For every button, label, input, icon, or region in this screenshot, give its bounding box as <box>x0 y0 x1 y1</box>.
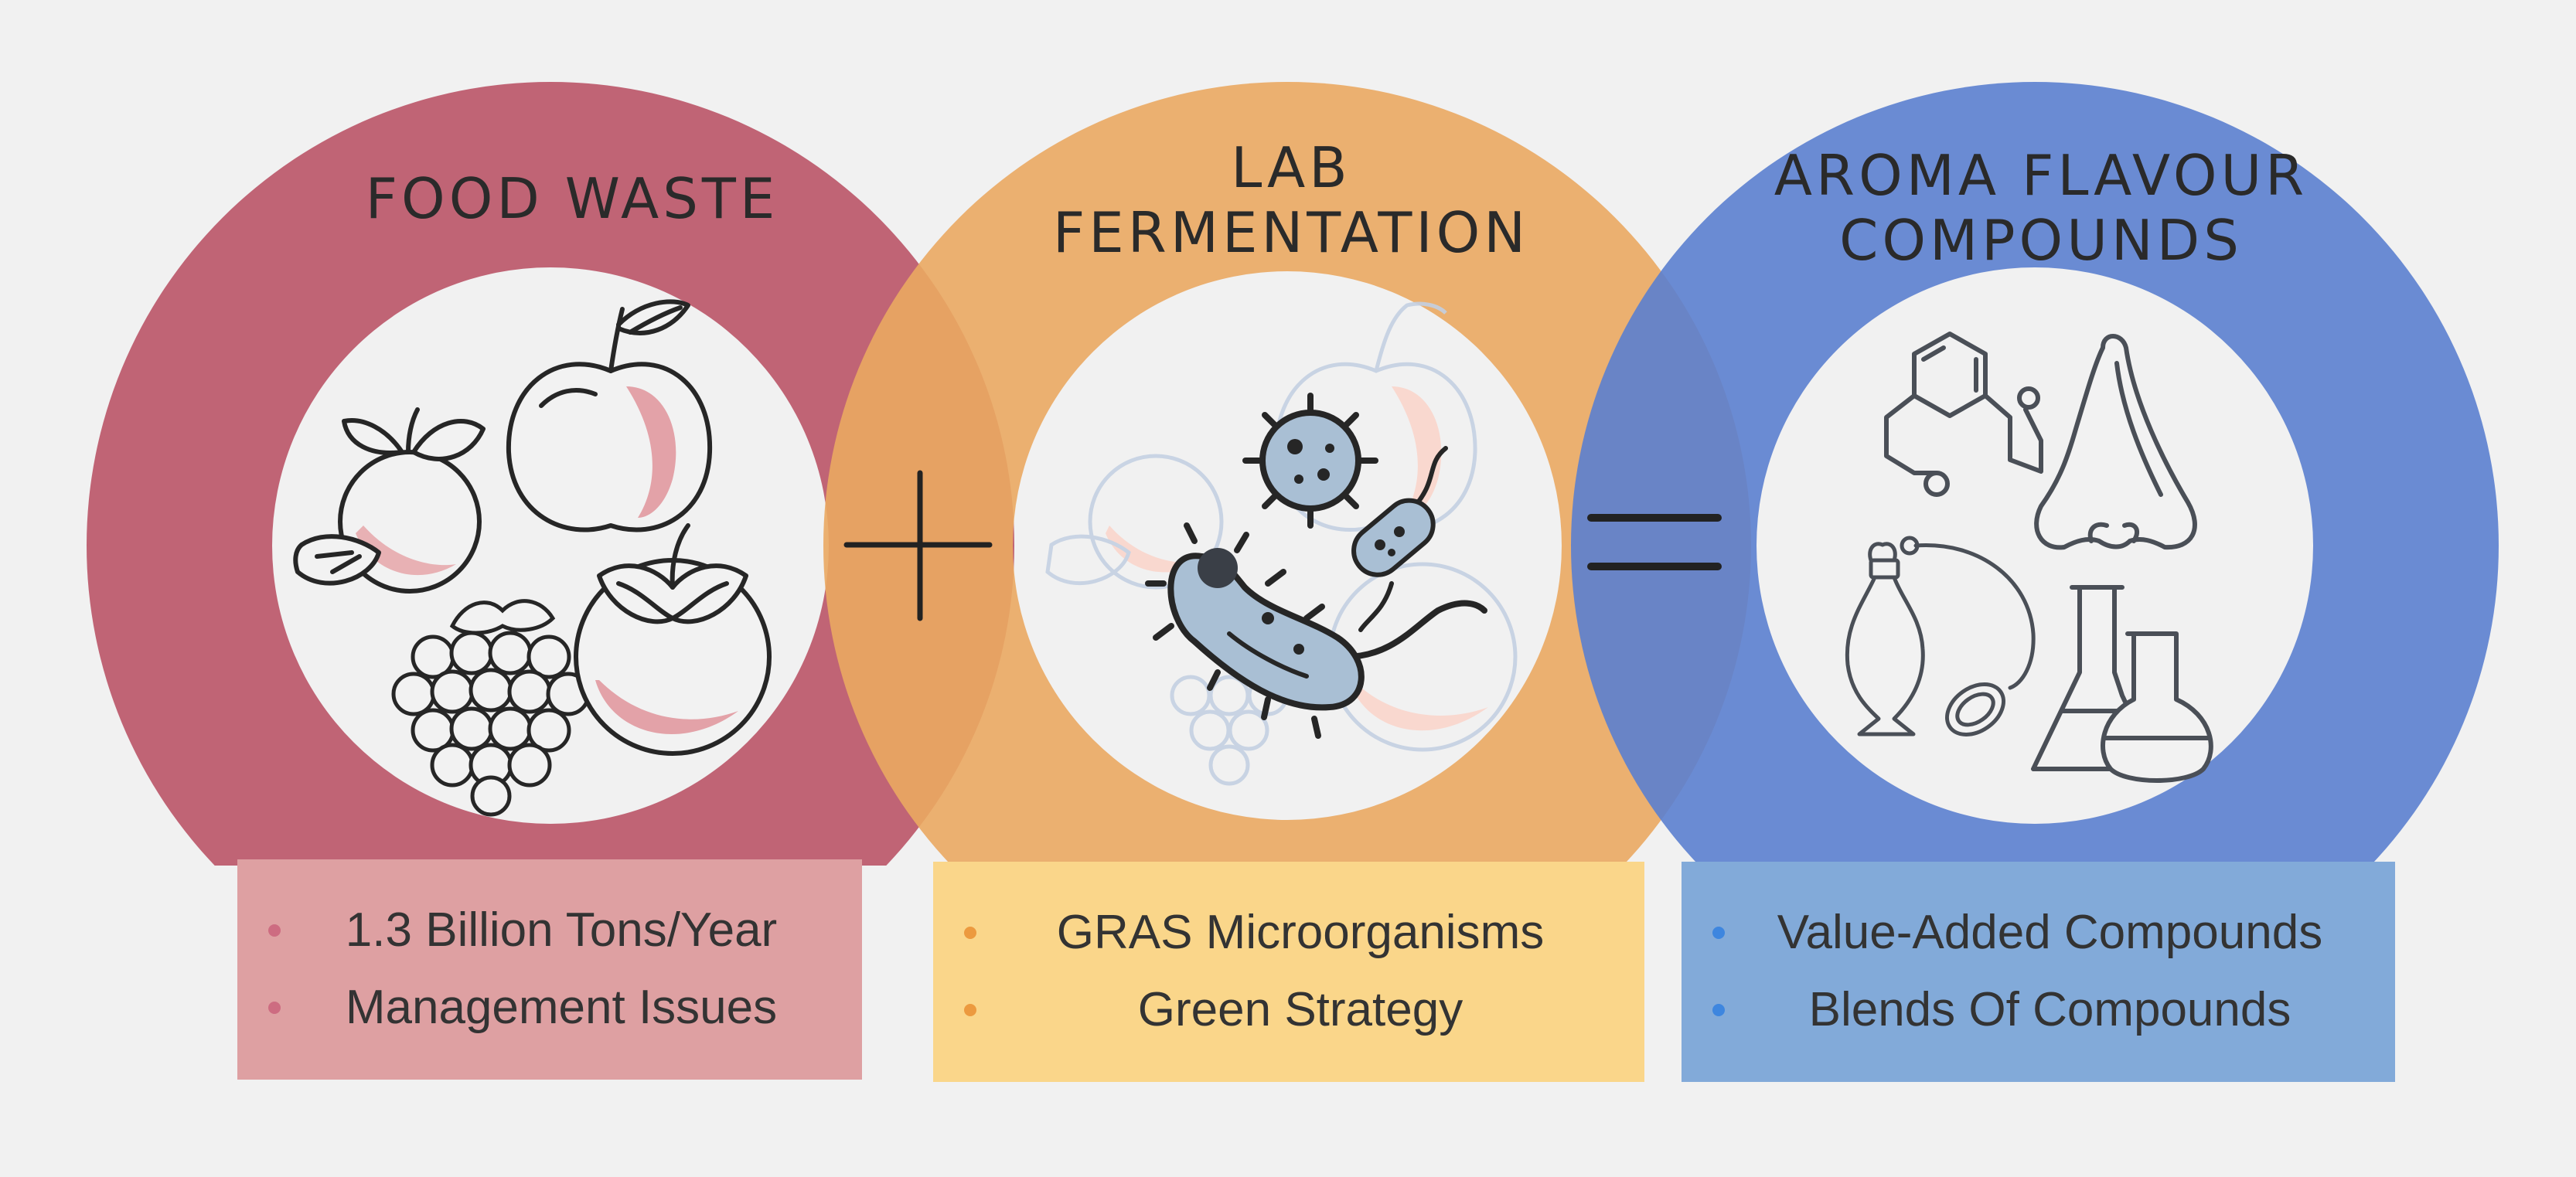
lab-fermentation-title: LAB FERMENTATION <box>1052 135 1530 265</box>
aroma-flavour-bullets: Value-Added Compounds Blends Of Compound… <box>1712 894 2364 1049</box>
plus-icon <box>843 470 993 621</box>
bullet-dot <box>1712 1004 1725 1016</box>
bullet-item: Management Issues <box>268 969 831 1046</box>
lab-fermentation-box: GRAS Microorganisms Green Strategy <box>933 862 1644 1082</box>
nose-icon <box>2034 334 2197 550</box>
aroma-flavour-title: AROMA FLAVOUR COMPOUNDS <box>1774 143 2309 273</box>
bullet-item: 1.3 Billion Tons/Year <box>268 892 831 969</box>
bullet-text: 1.3 Billion Tons/Year <box>345 903 778 957</box>
food-waste-title: FOOD WASTE <box>365 166 779 231</box>
food-waste-bullets: 1.3 Billion Tons/Year Management Issues <box>268 892 831 1046</box>
grapes-icon <box>391 599 591 817</box>
bullet-text: Green Strategy <box>1137 983 1463 1036</box>
bullet-dot <box>1712 927 1725 939</box>
aroma-flavour-box: Value-Added Compounds Blends Of Compound… <box>1682 862 2395 1082</box>
bullet-item: GRAS Microorganisms <box>964 894 1613 971</box>
small-bacterium-icon <box>1351 446 1448 632</box>
bullet-text: Management Issues <box>345 981 778 1034</box>
perfume-atomizer-icon <box>1845 536 2036 736</box>
bullet-dot <box>268 924 281 937</box>
bullet-dot <box>964 927 976 939</box>
equals-icon <box>1587 514 1722 570</box>
molecule-icon <box>1884 332 2043 497</box>
flasks-icon <box>2031 585 2213 783</box>
food-waste-box: 1.3 Billion Tons/Year Management Issues <box>237 859 862 1080</box>
bullet-text: Value-Added Compounds <box>1777 906 2323 959</box>
bullet-dot <box>964 1004 976 1016</box>
bullet-text: Blends Of Compounds <box>1808 983 2291 1036</box>
persimmon-icon <box>574 523 772 756</box>
aroma-flavour-ring <box>1571 82 2499 866</box>
bacterium-icon <box>1145 522 1487 739</box>
tangerine-icon <box>293 407 486 594</box>
bullet-dot <box>268 1002 281 1014</box>
apple-icon <box>506 299 713 532</box>
bullet-text: GRAS Microorganisms <box>1056 906 1545 959</box>
virus-icon <box>1242 393 1378 529</box>
bullet-item: Value-Added Compounds <box>1712 894 2364 971</box>
bullet-item: Blends Of Compounds <box>1712 971 2364 1049</box>
lab-fermentation-bullets: GRAS Microorganisms Green Strategy <box>964 894 1613 1049</box>
bullet-item: Green Strategy <box>964 971 1613 1049</box>
